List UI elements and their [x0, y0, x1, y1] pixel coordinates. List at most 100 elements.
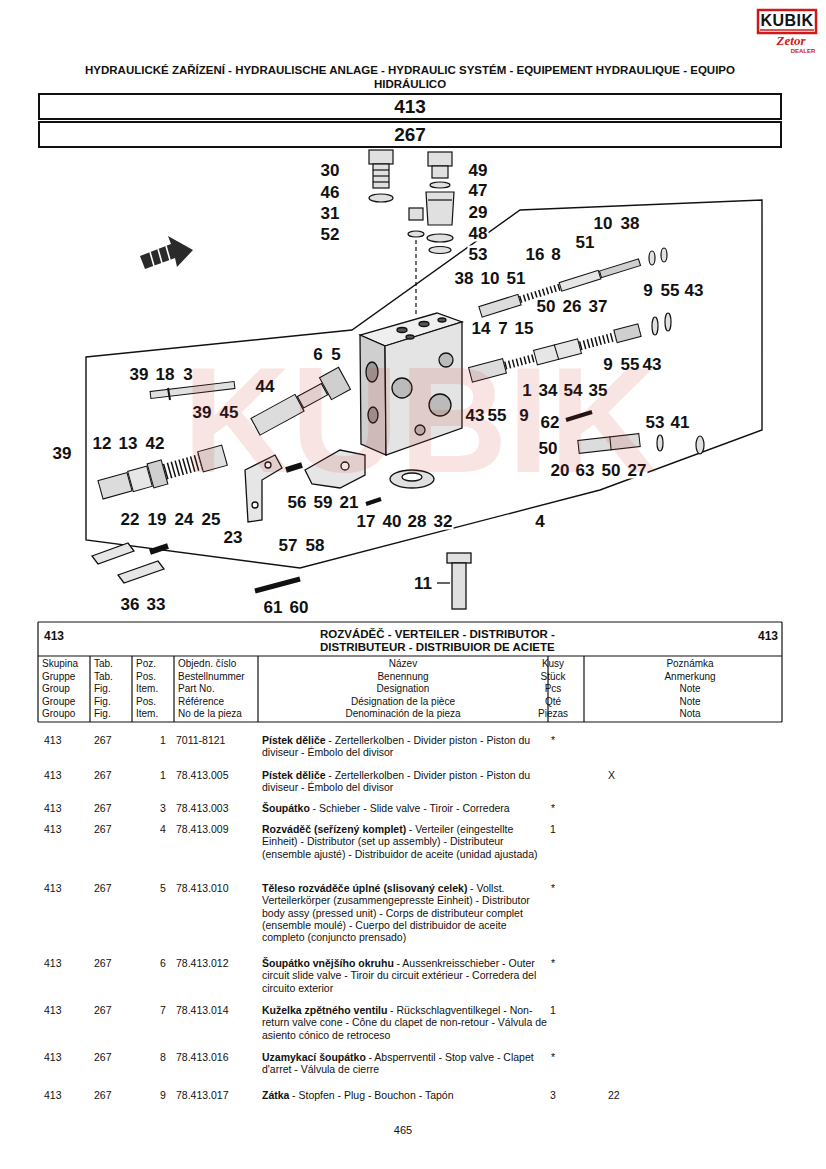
shaft-part	[452, 563, 466, 609]
callout-number: 30	[320, 162, 341, 179]
stop-valve-spool-part	[560, 275, 600, 288]
table-cell: 267	[94, 1089, 112, 1101]
table-cell: *	[551, 802, 555, 814]
part-name: Zátka	[262, 1089, 289, 1101]
table-rules-part	[257, 656, 258, 722]
description-cell: Kuželka zpětného ventilu- Rückschlagvent…	[262, 1004, 547, 1041]
stop-valve-spool-part	[600, 262, 640, 275]
callout-number: 36	[120, 596, 141, 613]
column-header: Stück	[540, 671, 565, 683]
logo-text: KUBIK	[760, 13, 813, 29]
logo-text: DEALER	[791, 48, 816, 54]
column-header: Fig.	[94, 708, 111, 720]
callout-number: 10	[593, 215, 614, 232]
table-cell: 7011-8121	[176, 734, 225, 746]
table-cell: 5	[160, 882, 166, 894]
callout-number: 12	[92, 435, 113, 452]
relief-valve-part	[426, 192, 454, 225]
pin-part	[255, 579, 300, 591]
table-cell: 78.413.016	[176, 1051, 229, 1063]
table-heading: ROZVÁDĚČ - VERTEILER - DISTRIBUTOR - DIS…	[320, 628, 610, 654]
shaft	[437, 553, 471, 609]
column-header: Référence	[178, 696, 224, 708]
callout-number: 39	[129, 366, 150, 383]
slide-valve-pin-part	[168, 388, 170, 400]
valve-body-part	[397, 328, 407, 333]
column-header: Poz.	[136, 658, 156, 670]
divider-spool-part	[615, 330, 640, 337]
table-rules-part	[583, 656, 584, 722]
column-header: Item.	[136, 708, 158, 720]
table-cell: 267	[94, 802, 112, 814]
logo-frame-part	[758, 10, 816, 33]
table-rules-part	[781, 622, 782, 722]
callout-number: 37	[588, 298, 609, 315]
column-header: Tab.	[94, 671, 113, 683]
part-name: Šoupátko	[262, 802, 310, 814]
table-heading: 413	[44, 629, 64, 643]
callout-number: 38	[454, 270, 475, 287]
callout-number: 46	[320, 184, 341, 201]
callout-number: 33	[146, 596, 167, 613]
table-cell: 413	[44, 1051, 62, 1063]
page-number: 465	[394, 1124, 412, 1137]
table-cell: 413	[44, 769, 62, 781]
plug-assembly-part	[415, 240, 416, 315]
table-cell: *	[551, 1051, 555, 1063]
table-cell: 9	[160, 1089, 166, 1101]
callout-number: 28	[407, 513, 428, 530]
band-text: 413	[394, 96, 426, 117]
link-plates-part	[118, 561, 164, 583]
table-rules-part	[38, 721, 782, 722]
table-cell: 413	[44, 734, 62, 746]
table-cell: 1	[550, 1004, 556, 1016]
column-header: Item.	[136, 683, 158, 695]
link-plates-part	[150, 546, 168, 552]
table-cell: 413	[44, 1089, 62, 1101]
column-header: Název	[389, 658, 417, 670]
check-fitting-part	[696, 436, 704, 454]
stop-valve-spool-part	[481, 300, 519, 312]
table-heading: 413	[758, 629, 778, 643]
callout-number: 51	[575, 234, 596, 251]
part-description: - Stopfen - Plug - Bouchon - Tapón	[292, 1089, 454, 1101]
valve-body-part	[419, 322, 429, 327]
column-header: Part No.	[178, 683, 215, 695]
lever-spring-assembly-part	[100, 482, 130, 490]
lever-spring-assembly-part	[130, 476, 150, 482]
column-header: Anmerkung	[664, 671, 715, 683]
divider-spool-part	[652, 317, 658, 335]
column-header: Pos.	[136, 696, 156, 708]
table-cell: 413	[44, 823, 62, 835]
plug-assembly-part	[369, 194, 393, 202]
column-header: Nota	[679, 708, 700, 720]
relief-valve	[426, 152, 454, 254]
callout-number: 56	[287, 494, 308, 511]
column-header: Note	[679, 696, 700, 708]
description-cell: Šoupátko vnějšího okruhu- Aussenkreissch…	[262, 957, 547, 994]
part-name: Šoupátko vnějšího okruhu	[262, 957, 394, 969]
callout-number: 13	[118, 435, 139, 452]
part-name: Uzamykací šoupátko	[262, 1051, 366, 1063]
callout-number: 57	[278, 537, 299, 554]
table-cell: 267	[94, 823, 112, 835]
column-header: Qté	[545, 696, 561, 708]
table-rules-part	[131, 656, 132, 722]
column-header: Kusy	[542, 658, 564, 670]
part-name: Kuželka zpětného ventilu	[262, 1004, 387, 1016]
table-cell: 78.413.012	[176, 957, 229, 969]
valve-body-part	[438, 318, 446, 322]
callout-number: 22	[120, 511, 141, 528]
column-header: Fig.	[94, 683, 111, 695]
plug-assembly-part	[408, 231, 424, 237]
plug-assembly-part	[369, 150, 393, 164]
callout-number: 7	[497, 320, 508, 337]
callout-number: 10	[480, 270, 501, 287]
callout-number: 40	[382, 513, 403, 530]
callout-number: 4	[534, 513, 545, 530]
table-rules-part	[38, 655, 782, 656]
table-cell: 1	[160, 734, 166, 746]
callout-number: 41	[670, 414, 691, 431]
description-cell: Uzamykací šoupátko- Absperrventil - Stop…	[262, 1051, 547, 1076]
callout-number: 26	[562, 298, 583, 315]
